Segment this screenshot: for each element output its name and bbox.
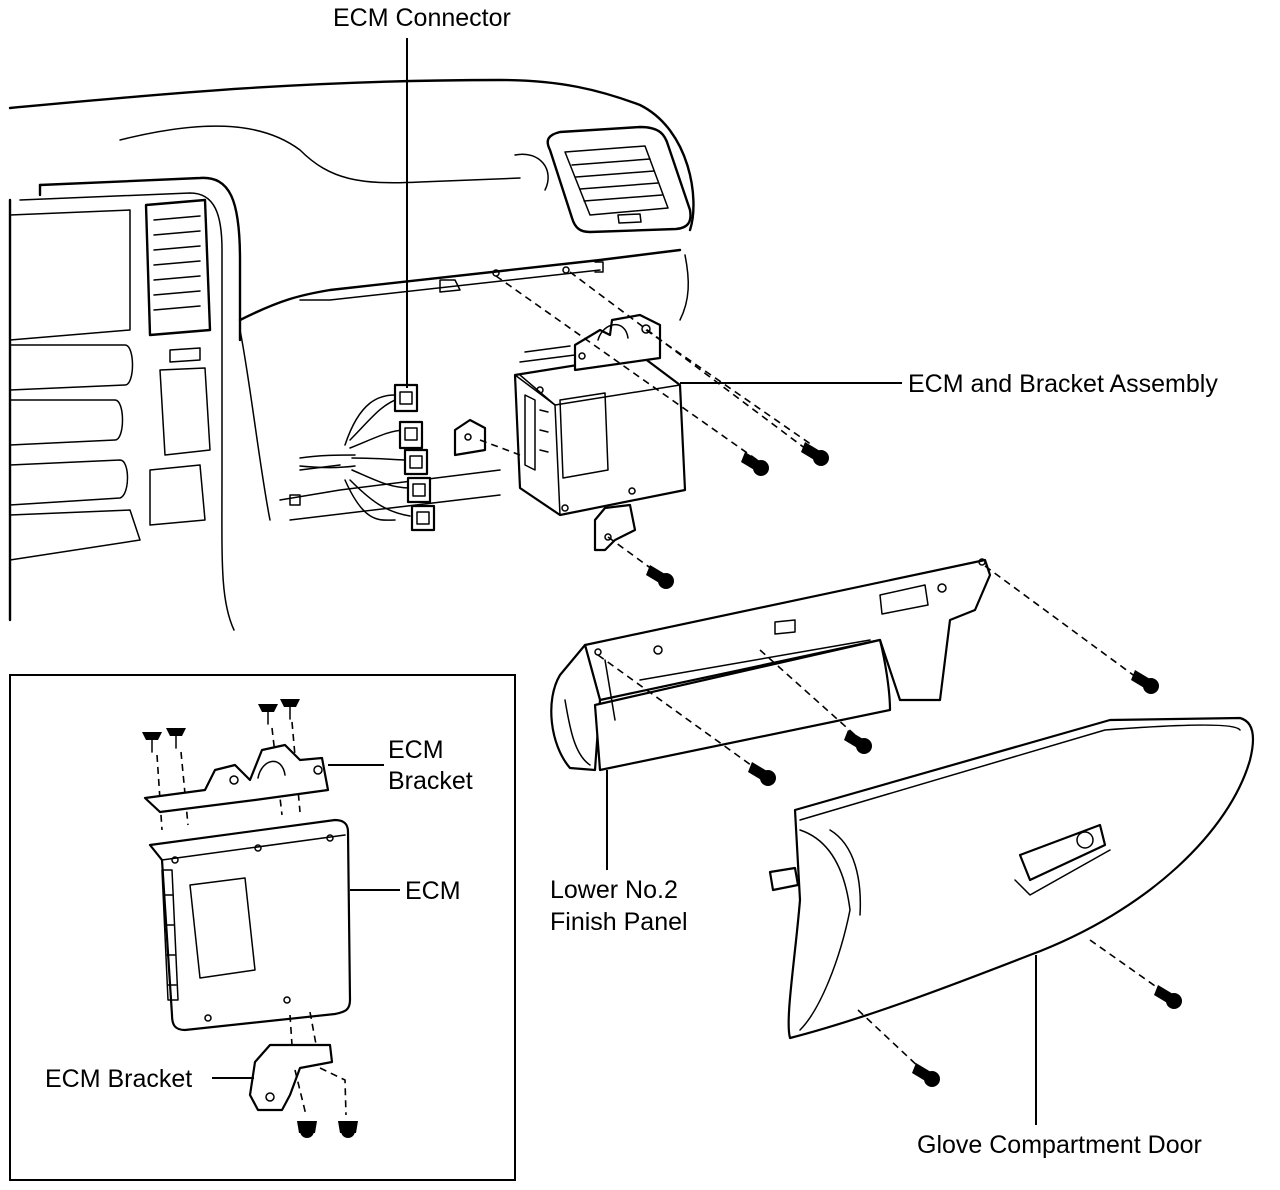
inset-leaders [212,764,400,1079]
label-inset-ecm: ECM [405,877,461,905]
label-ecm-bracket-assembly: ECM and Bracket Assembly [908,370,1218,398]
label-glove-door: Glove Compartment Door [917,1131,1202,1159]
label-ecm-connector: ECM Connector [333,4,511,32]
dashboard-outline [8,78,695,631]
label-inset-bracket-bottom: ECM Bracket [45,1065,192,1093]
lower-finish-panel [550,558,992,772]
glove-door-bolt-paths [857,939,1166,1071]
inset-ecm-exploded [142,699,358,1138]
inset-box [9,674,516,1181]
ecm-connector-harness [299,383,436,532]
label-lower-panel-line1: Lower No.2 [550,876,678,904]
ecm-bracket-assembly [453,313,687,552]
finish-panel-bolt-paths [597,565,1141,769]
label-inset-bracket-top-line2: Bracket [388,767,473,795]
label-lower-panel-line2: Finish Panel [550,908,688,936]
screw-icons [646,442,1182,1087]
glove-compartment-door [768,716,1255,1040]
label-inset-bracket-top-line1: ECM [388,736,444,764]
